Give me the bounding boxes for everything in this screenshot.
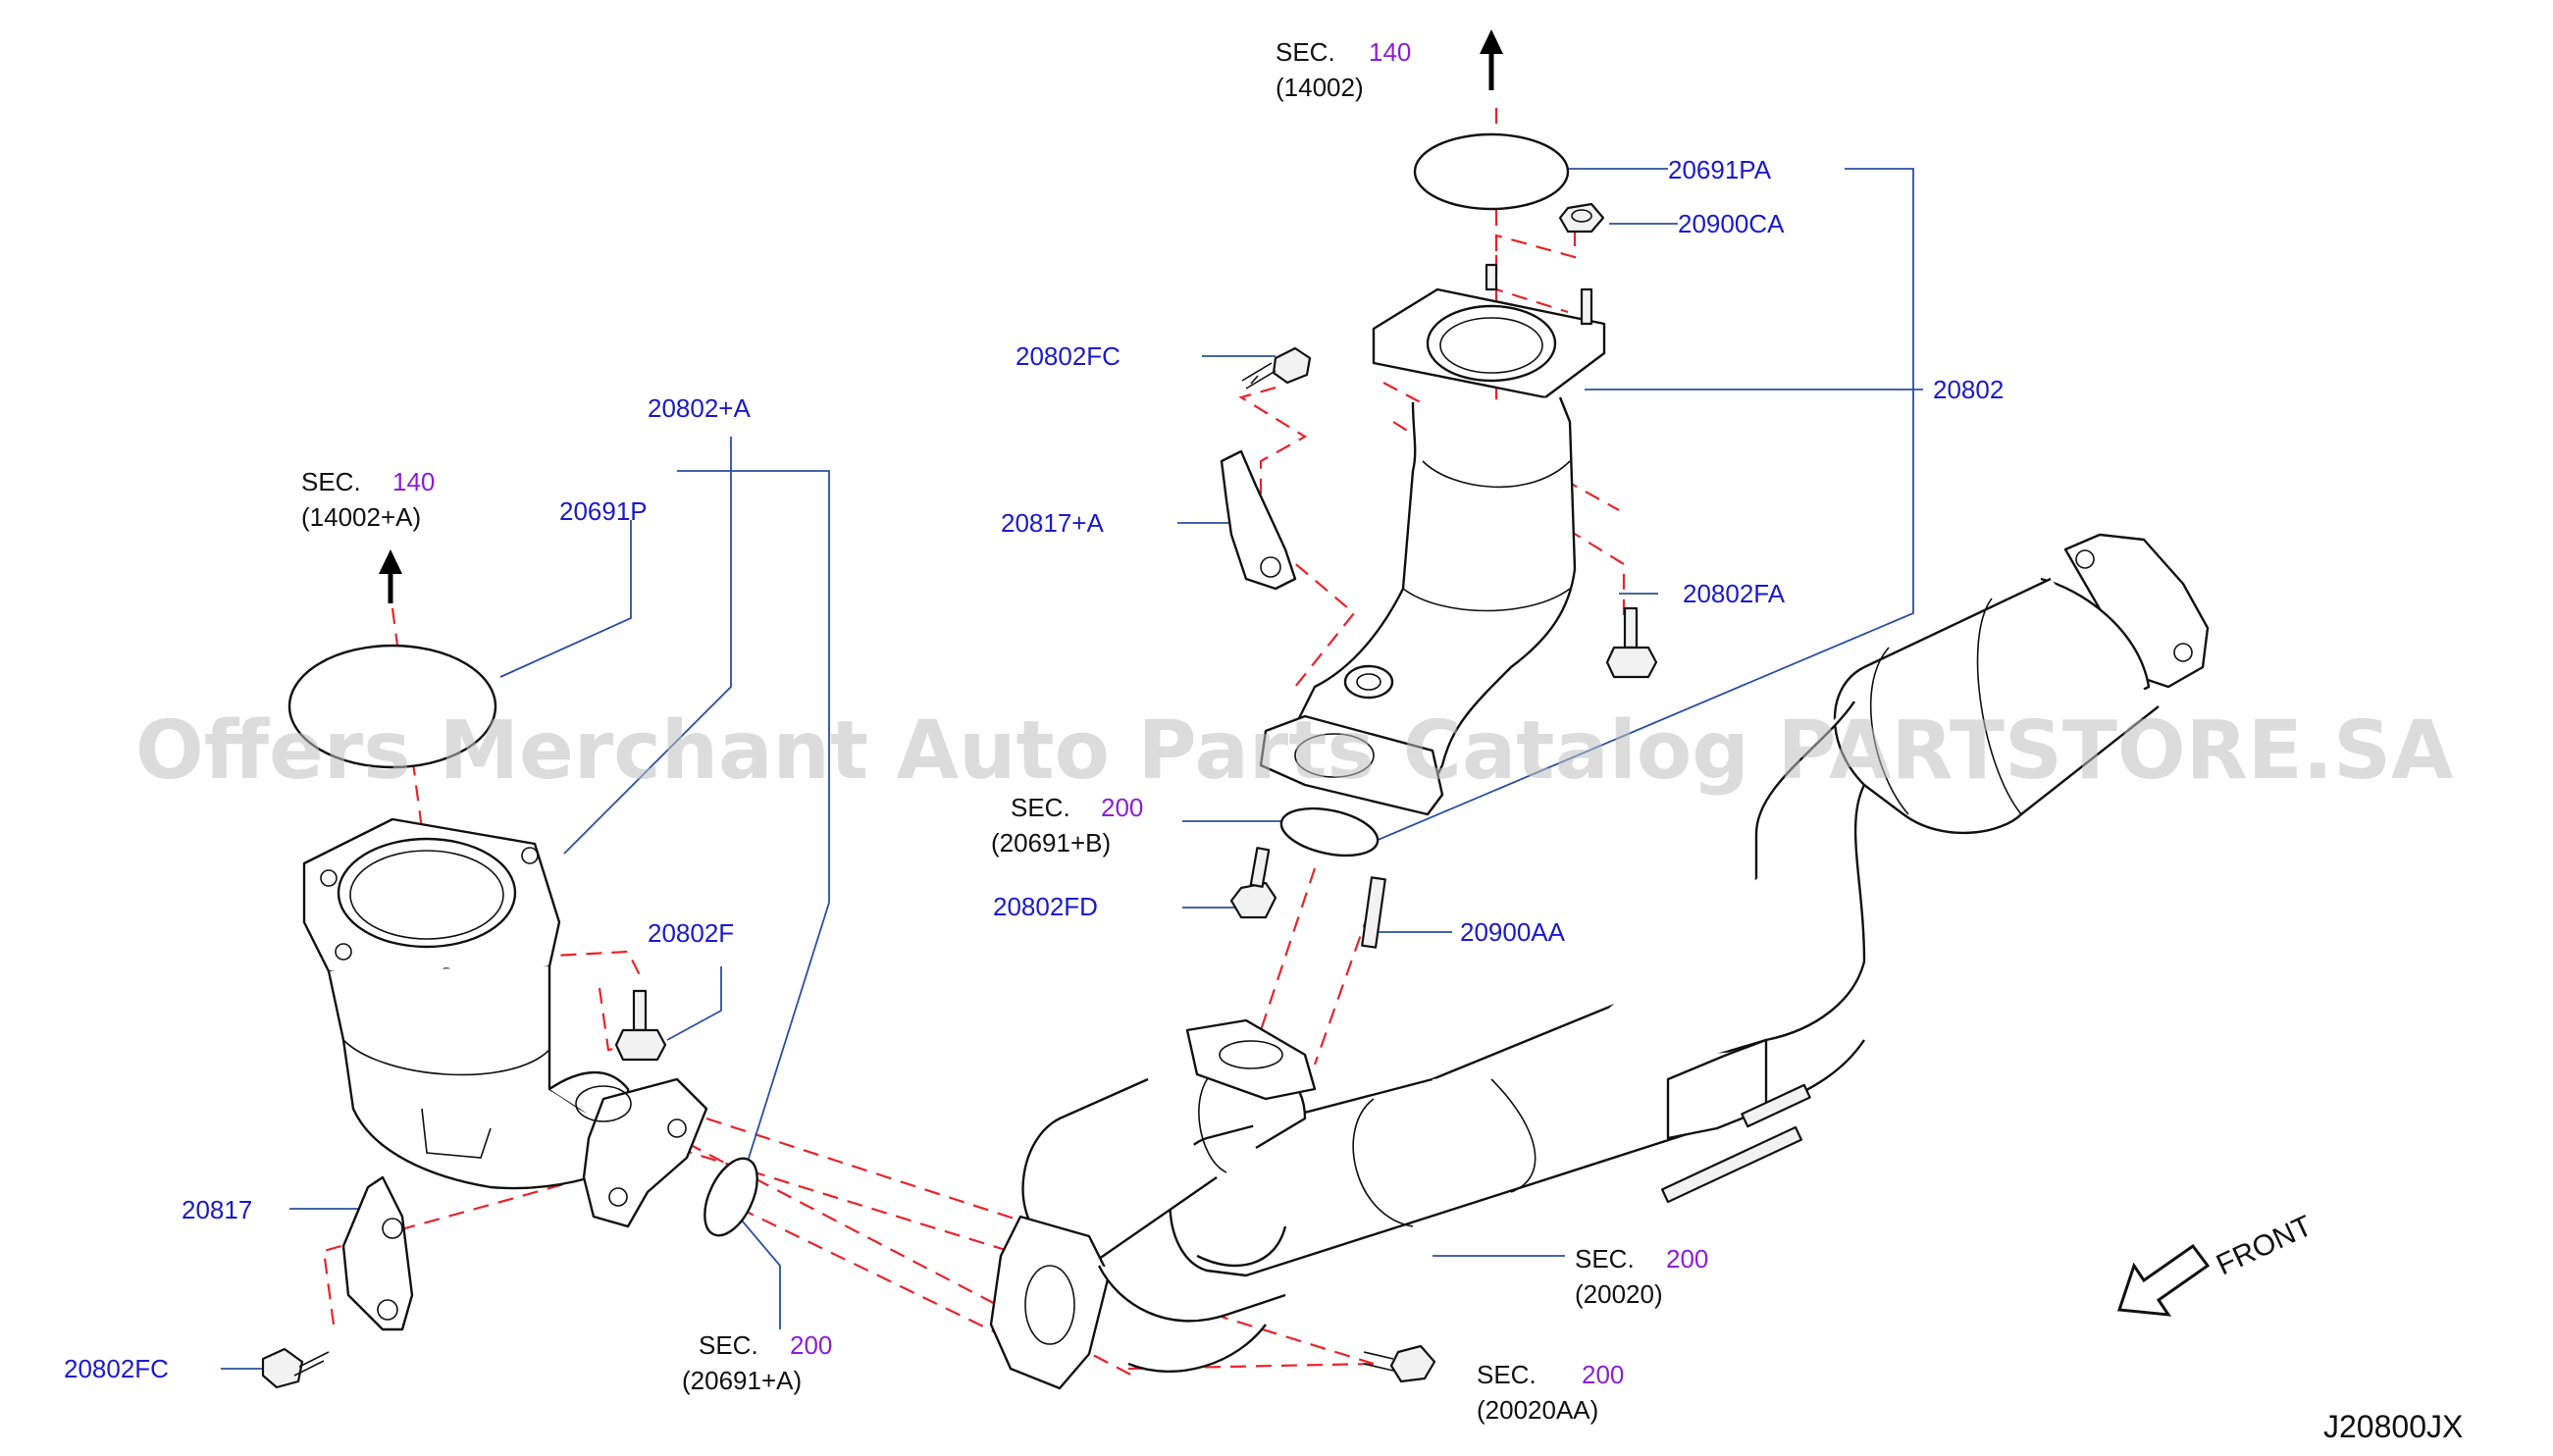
sec-left-number[interactable]: 140 — [392, 467, 435, 496]
labels: SEC. 140 (14002) 20691PA 20900CA 20802FC… — [64, 37, 2463, 1444]
sec-top-word: SEC. — [1276, 37, 1335, 67]
sec-left-word: SEC. — [301, 467, 361, 496]
front-label: FRONT — [2212, 1210, 2318, 1282]
gasket-20691p — [287, 644, 497, 769]
sec-bottom-right-word: SEC. — [1477, 1360, 1537, 1389]
part-20691pa[interactable]: 20691PA — [1668, 155, 1772, 184]
sec-mid-number[interactable]: 200 — [1101, 793, 1143, 822]
part-20900ca[interactable]: 20900CA — [1678, 209, 1785, 238]
sec-bottom-left-number[interactable]: 200 — [790, 1330, 832, 1360]
sec-bottom-left-word: SEC. — [699, 1330, 758, 1360]
converter-20802a — [302, 817, 708, 1228]
sec-mid-word: SEC. — [1011, 793, 1070, 822]
arrow-up-icon — [379, 549, 402, 603]
gasket-20691a — [703, 1157, 758, 1237]
gasket-20691b — [1279, 806, 1380, 858]
parts-art — [261, 29, 2211, 1390]
bolt-20802fc-bottom — [261, 1347, 330, 1389]
sec-bottom-left-ref: (20691+A) — [682, 1366, 802, 1395]
sec-top-ref: (14002) — [1276, 73, 1364, 102]
part-20802a[interactable]: 20802+A — [648, 393, 751, 423]
sec-left-ref: (14002+A) — [301, 502, 421, 532]
part-20802f[interactable]: 20802F — [648, 918, 734, 948]
bracket-20817 — [341, 1175, 414, 1331]
part-20802fa[interactable]: 20802FA — [1683, 579, 1786, 608]
stud-20900aa — [1361, 876, 1386, 949]
arrow-up-icon — [1480, 29, 1503, 90]
diagram-code: J20800JX — [2323, 1409, 2463, 1444]
part-20802fc-bottom[interactable]: 20802FC — [64, 1354, 169, 1383]
sec-bottom-right-ref: (20020AA) — [1477, 1395, 1598, 1425]
bolt-20802fa — [1605, 606, 1658, 679]
converter-20802 — [1259, 263, 1606, 816]
sec-pipe-ref: (20020) — [1575, 1279, 1663, 1309]
part-20817[interactable]: 20817 — [182, 1195, 252, 1224]
part-20802fc-top[interactable]: 20802FC — [1016, 341, 1120, 371]
gasket-20691pa — [1413, 132, 1570, 211]
part-20691p[interactable]: 20691P — [559, 496, 648, 526]
front-exhaust-tube — [989, 533, 2210, 1390]
sec-top-number[interactable]: 140 — [1369, 37, 1411, 67]
sec-mid-ref: (20691+B) — [991, 828, 1111, 858]
bolt-20020aa — [1363, 1344, 1436, 1383]
bracket-20817a — [1220, 449, 1297, 591]
part-20900aa[interactable]: 20900AA — [1460, 917, 1566, 947]
watermark: Offers Merchant Auto Parts Catalog PARTS… — [135, 704, 2454, 798]
sec-pipe-word: SEC. — [1575, 1244, 1635, 1274]
front-arrow-icon — [2116, 1243, 2211, 1317]
bolt-20802fd — [1229, 847, 1277, 919]
part-20802fd[interactable]: 20802FD — [993, 892, 1098, 921]
sec-bottom-right-number[interactable]: 200 — [1582, 1360, 1624, 1389]
part-20802[interactable]: 20802 — [1933, 375, 2004, 404]
bolt-20802f — [614, 989, 667, 1062]
nut-20900ca — [1558, 202, 1605, 234]
part-20817a[interactable]: 20817+A — [1001, 508, 1104, 538]
bolt-20802fc-top — [1241, 346, 1312, 390]
sec-pipe-number[interactable]: 200 — [1666, 1244, 1708, 1274]
leader-lines — [221, 168, 1923, 1370]
